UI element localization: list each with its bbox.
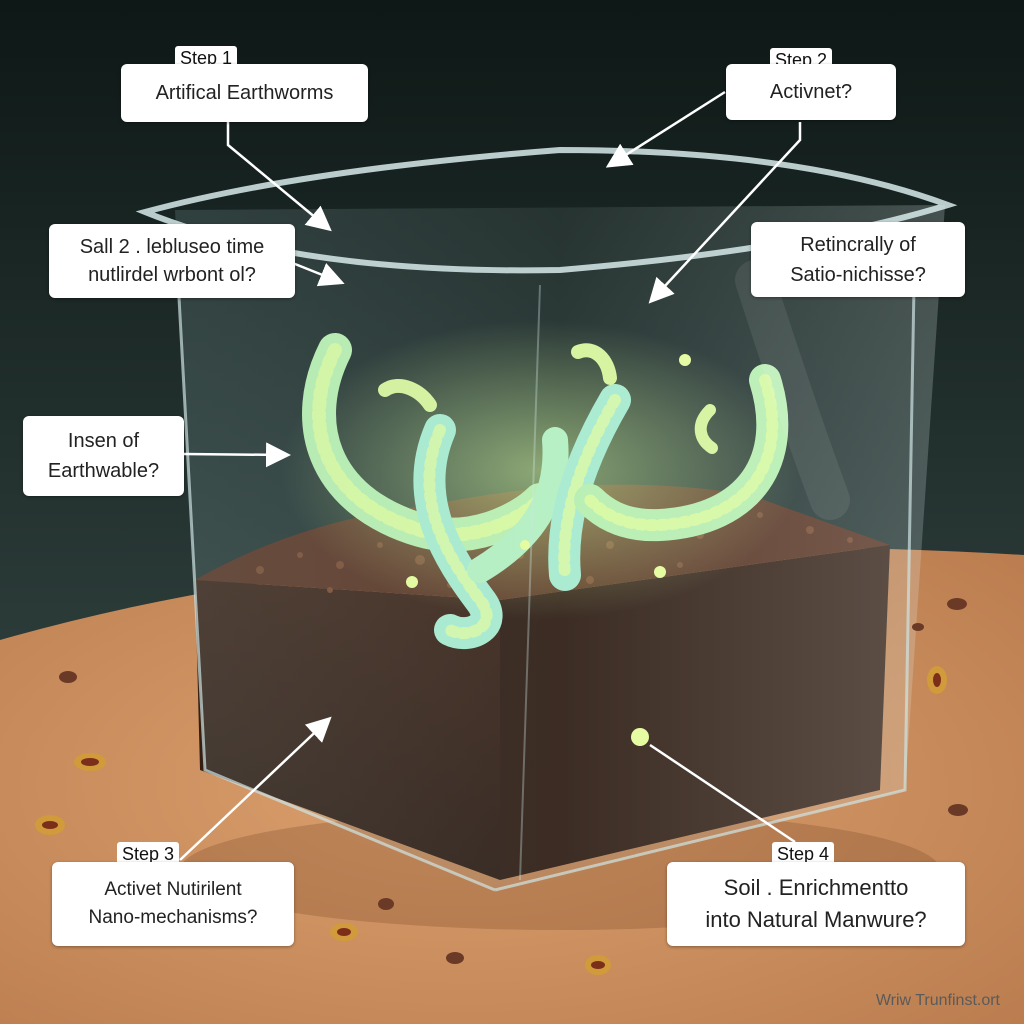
step3-line1: Activet Nutirilent: [104, 876, 241, 904]
step3-label-box: Activet Nutirilent Nano-mechanisms?: [52, 862, 294, 946]
step4-line2: into Natural Manwure?: [705, 904, 926, 936]
step1-label: Artifical Earthworms: [156, 82, 334, 105]
step3-line2: Nano-mechanisms?: [89, 904, 258, 932]
watermark: Wriw Trunfinst.ort: [876, 992, 1000, 1010]
left-mid-line2: Earthwable?: [48, 456, 159, 486]
left-top-label-box: Sall 2 . lebluseo time nutlirdel wrbont …: [49, 224, 295, 298]
callout-line-left-mid: [184, 454, 286, 455]
right-top-line2: Satio-nichisse?: [790, 260, 926, 290]
left-top-line2: nutlirdel wrbont ol?: [88, 261, 256, 289]
left-mid-label-box: Insen of Earthwable?: [23, 416, 184, 496]
step2-label-box: Activnet?: [726, 64, 896, 120]
right-top-label-box: Retincrally of Satio-nichisse?: [751, 222, 965, 297]
step4-line1: Soil . Enrichmentto: [724, 872, 909, 904]
step1-label-box: Artifical Earthworms: [121, 64, 368, 122]
step4-label-box: Soil . Enrichmentto into Natural Manwure…: [667, 862, 965, 946]
left-mid-line1: Insen of: [68, 426, 139, 456]
step2-label: Activnet?: [770, 81, 852, 104]
left-top-line1: Sall 2 . lebluseo time: [80, 233, 265, 261]
right-top-line1: Retincrally of: [800, 230, 916, 260]
